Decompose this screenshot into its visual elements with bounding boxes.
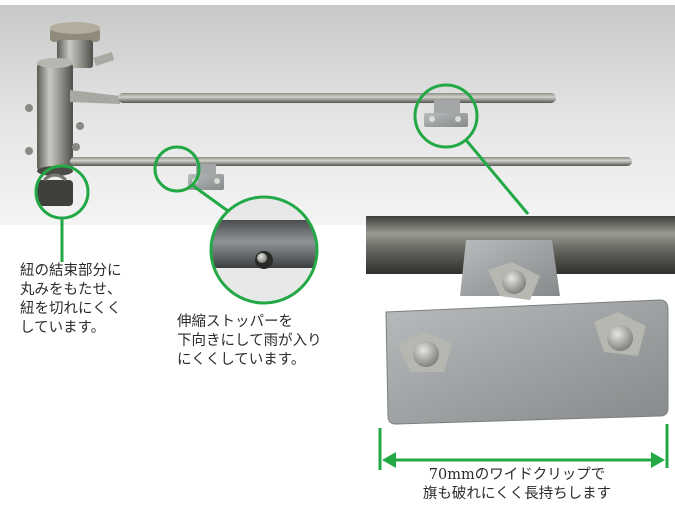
caption-line: しています。 (20, 320, 106, 336)
caption-tie-binding: 紐の結束部分に 丸みをもたせ、 紐を切れにくく しています。 (20, 262, 122, 338)
stopper-zoom (211, 197, 317, 303)
caption-line: にくくしています。 (177, 352, 306, 368)
caption-line: 伸縮ストッパーを (177, 314, 293, 330)
caption-line: 下向きにして雨が入り (177, 333, 322, 349)
callout-stopper (153, 145, 319, 305)
wide-clip-zoom (366, 216, 675, 425)
callout-tie (34, 164, 90, 262)
wing-nut-left (398, 332, 452, 372)
caption-stopper: 伸縮ストッパーを 下向きにして雨が入り にくくしています。 (177, 313, 322, 370)
lower-rod (70, 157, 632, 190)
photo-backdrop (0, 5, 675, 225)
dimension-arrow-70mm (378, 424, 669, 470)
caption-wide-clip: 70mmのワイドクリップで 旗も破れにくく長持ちします (392, 466, 642, 504)
caption-line: 旗も破れにくく長持ちします (422, 486, 612, 502)
caption-line: 70mmのワイドクリップで (428, 467, 606, 483)
caption-line: 丸みをもたせ、 (20, 282, 122, 298)
caption-line: 紐を切れにくく (20, 301, 122, 317)
pole-mount (25, 22, 114, 206)
wing-nut-right (594, 312, 646, 356)
callout-clip (413, 83, 530, 215)
wing-nut-top (488, 262, 540, 300)
caption-line: 紐の結束部分に (20, 263, 122, 279)
upper-rod (70, 90, 556, 127)
